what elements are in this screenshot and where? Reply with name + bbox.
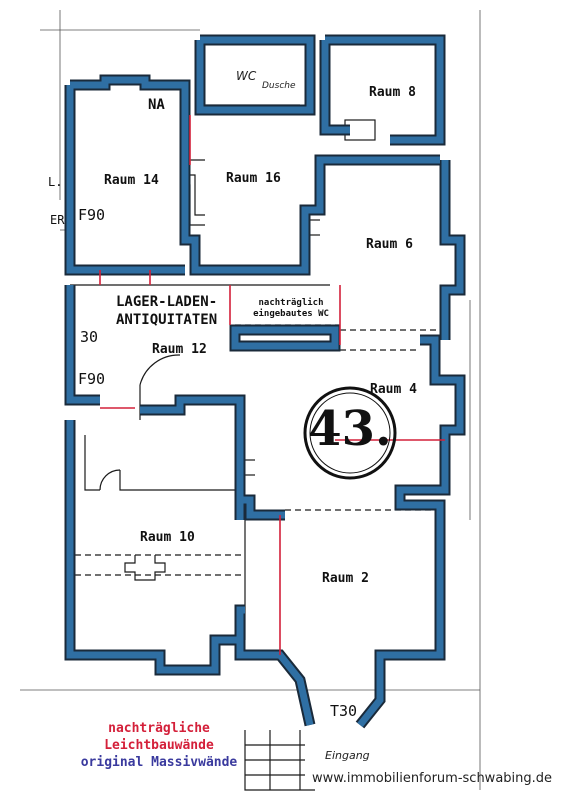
house-number-circle	[303, 386, 397, 480]
eingang-mark: Eingang	[325, 749, 370, 762]
wc-note: nachträglich eingebautes WC	[243, 298, 339, 320]
f90-left-mark: F90	[78, 370, 106, 388]
house-number: 43.	[308, 401, 392, 457]
legend-light-line1: nachträgliche	[108, 721, 210, 736]
edge-l-mark: L.	[48, 175, 63, 189]
light-walls	[99, 115, 445, 655]
dusche-mark: Dusche	[262, 81, 296, 91]
t30-mark: T30	[330, 702, 358, 720]
room-label-8: Raum 8	[369, 85, 416, 100]
massive-walls	[64, 34, 466, 729]
wc-note-line1: nachträglich	[258, 298, 324, 308]
legend-light-line2: Leichtbauwände	[104, 738, 214, 753]
shop-sign-line2: ANTIQUITATEN	[116, 312, 218, 328]
f90-top-mark: F90	[78, 206, 106, 224]
room-label-10: Raum 10	[140, 530, 195, 545]
watermark: www.immobilienforum-schwabing.de	[312, 771, 553, 786]
room-label-12: Raum 12	[152, 342, 207, 357]
shop-sign-line1: LAGER-LADEN-	[116, 294, 218, 310]
legend-massive: original Massivwände	[80, 755, 238, 770]
rating-30-mark: 30	[80, 328, 99, 346]
room-label-14: Raum 14	[104, 173, 159, 188]
background-drafting-lines	[20, 10, 481, 790]
edge-er-mark: ER	[50, 213, 65, 227]
room-label-4: Raum 4	[370, 382, 417, 397]
wc-note-line2: eingebautes WC	[253, 309, 329, 319]
na-mark: NA	[148, 97, 165, 113]
room-label-2: Raum 2	[322, 571, 369, 586]
room-label-16: Raum 16	[226, 171, 281, 186]
wc-mark: WC	[236, 69, 257, 83]
room-label-6: Raum 6	[366, 237, 413, 252]
